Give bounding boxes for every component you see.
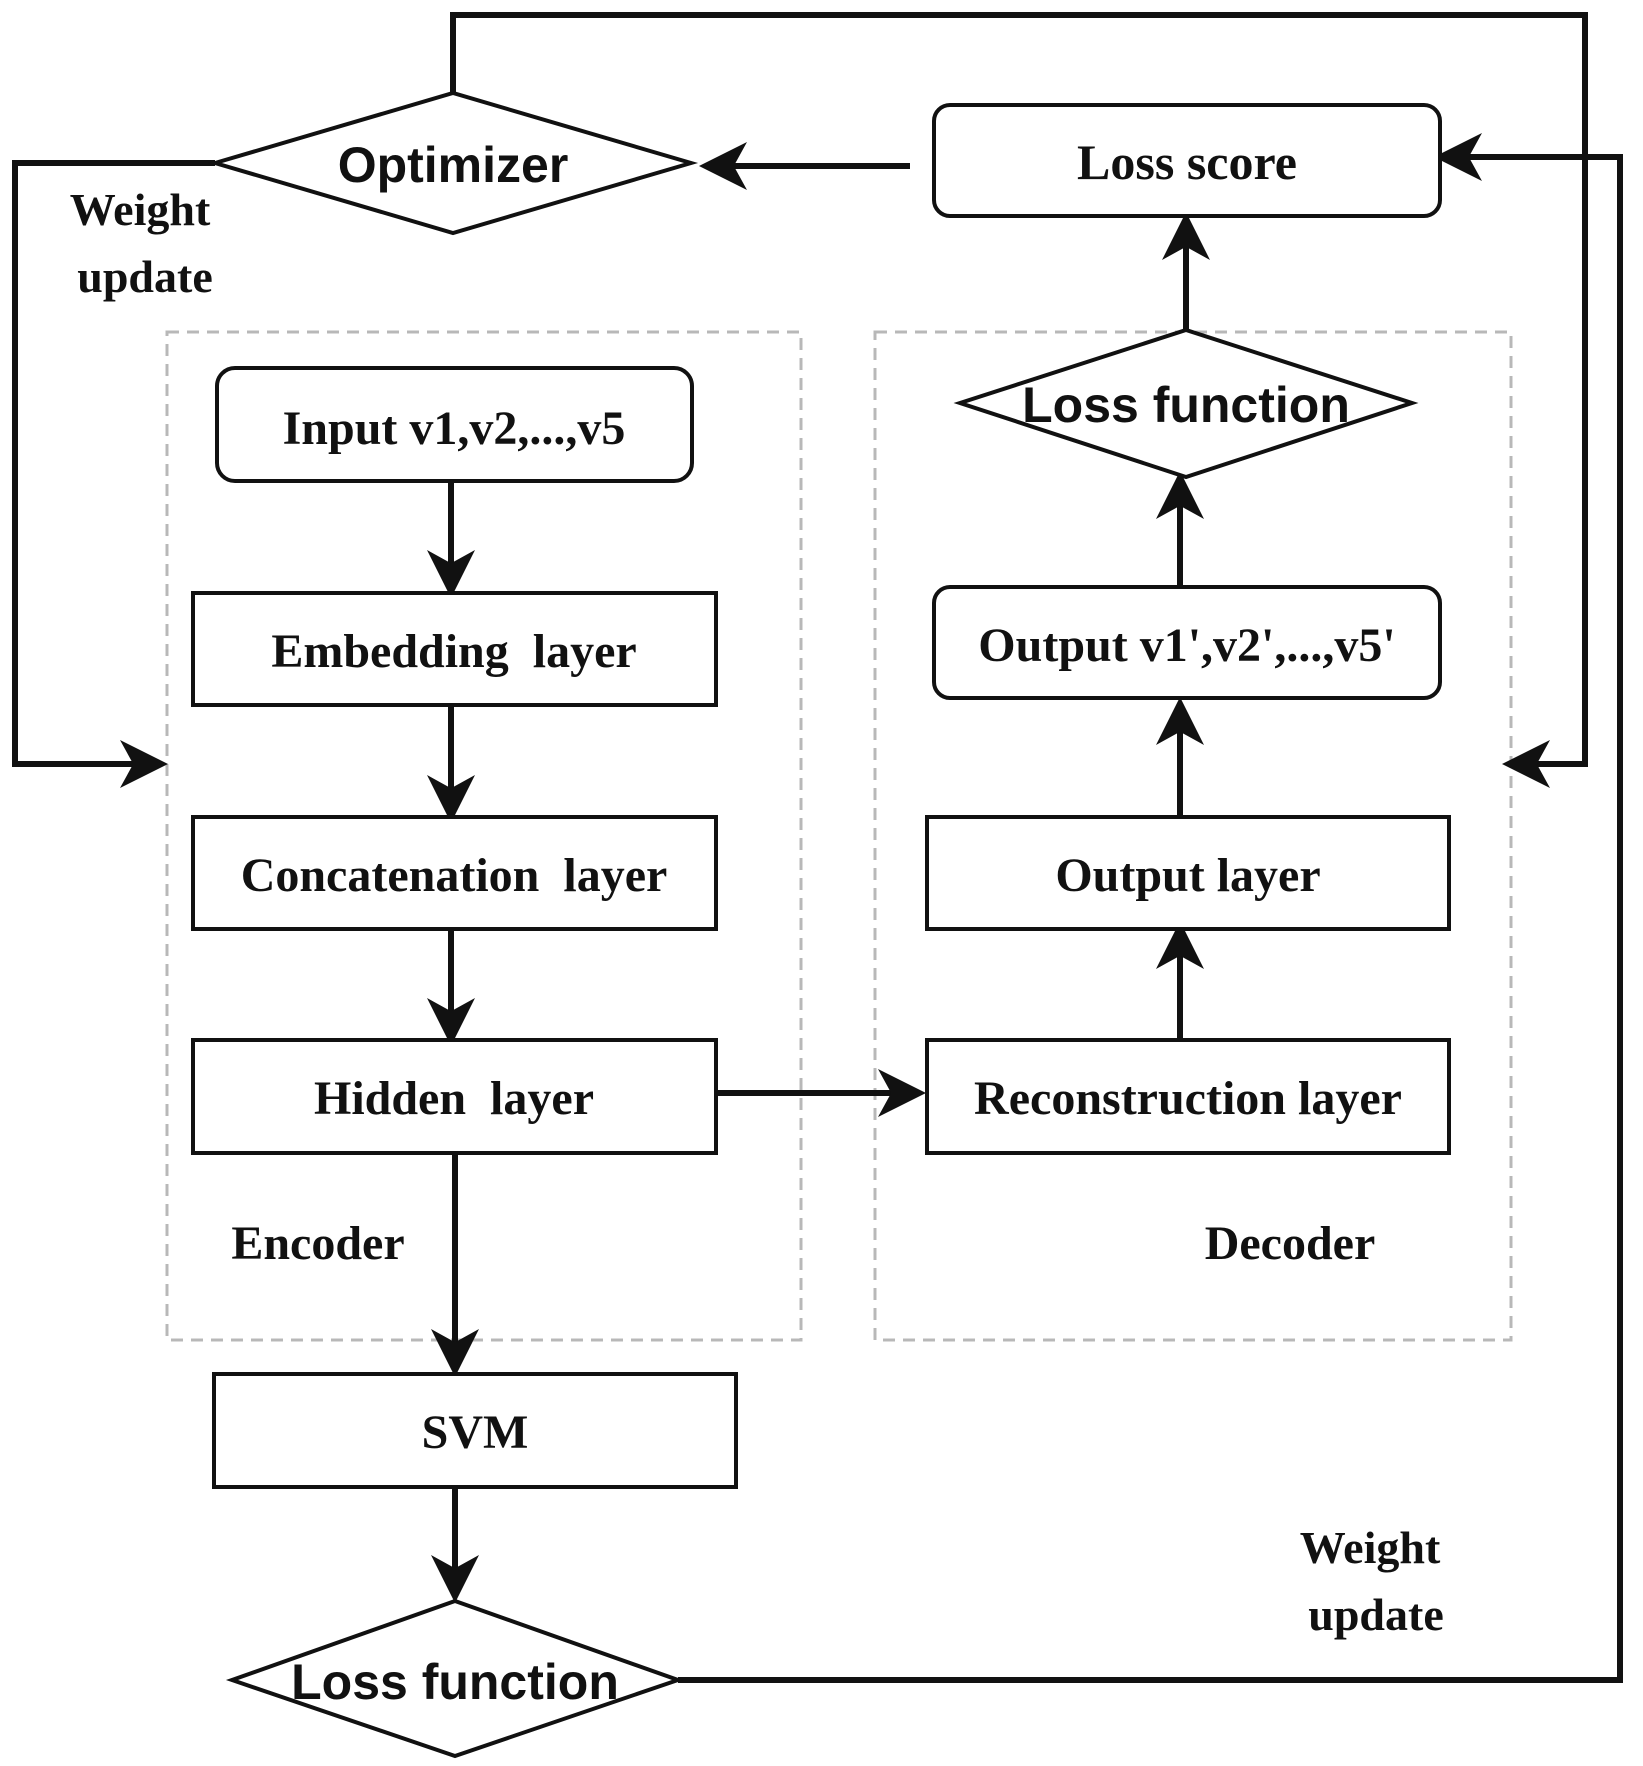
hidden-layer-label: Hidden layer <box>314 1072 594 1125</box>
weight-update-left-line1: Weight <box>70 184 211 235</box>
hidden-layer-node: Hidden layer <box>191 1038 718 1155</box>
weight-update-right-line1: Weight <box>1300 1522 1441 1573</box>
input-node: Input v1,v2,...,v5 <box>215 366 694 483</box>
concatenation-layer-node: Concatenation layer <box>191 815 718 931</box>
weight-update-left-line2: update <box>77 251 212 302</box>
connectors <box>12 12 1623 1683</box>
output-layer-label: Output layer <box>1055 849 1320 902</box>
optimizer-to-encoder-arrow <box>12 160 215 788</box>
optimizer-label: Optimizer <box>338 137 569 193</box>
output-values-label: Output v1',v2',...,v5' <box>978 619 1395 672</box>
svm-loss-function-node: Loss function <box>225 1598 685 1759</box>
loss-score-node: Loss score <box>932 103 1442 218</box>
encoder-region <box>165 330 803 1342</box>
decoder-loss-function-node: Loss function <box>953 327 1419 480</box>
reconstruction-layer-node: Reconstruction layer <box>925 1038 1451 1155</box>
concatenation-layer-label: Concatenation layer <box>241 849 668 902</box>
decoder-label: Decoder <box>1205 1217 1376 1270</box>
embedding-layer-label: Embedding layer <box>271 625 636 678</box>
optimizer-node: Optimizer <box>207 90 699 236</box>
encoder-label: Encoder <box>231 1217 404 1270</box>
reconstruction-layer-label: Reconstruction layer <box>974 1072 1402 1125</box>
decoder-region <box>873 330 1513 1342</box>
decoder-loss-function-label: Loss function <box>1022 377 1350 433</box>
input-label: Input v1,v2,...,v5 <box>283 402 626 455</box>
weight-update-right-line2: update <box>1308 1589 1443 1640</box>
svm-loss-function-label: Loss function <box>291 1654 619 1710</box>
svm-node: SVM <box>212 1372 738 1489</box>
embedding-layer-node: Embedding layer <box>191 591 718 707</box>
svm-loss-to-loss-score-arrow <box>678 133 1623 1683</box>
output-values-node: Output v1',v2',...,v5' <box>932 585 1442 700</box>
output-layer-node: Output layer <box>925 815 1451 931</box>
svm-label: SVM <box>422 1406 529 1459</box>
optimizer-to-decoder-arrow <box>450 12 1588 788</box>
loss-score-label: Loss score <box>1077 134 1297 190</box>
